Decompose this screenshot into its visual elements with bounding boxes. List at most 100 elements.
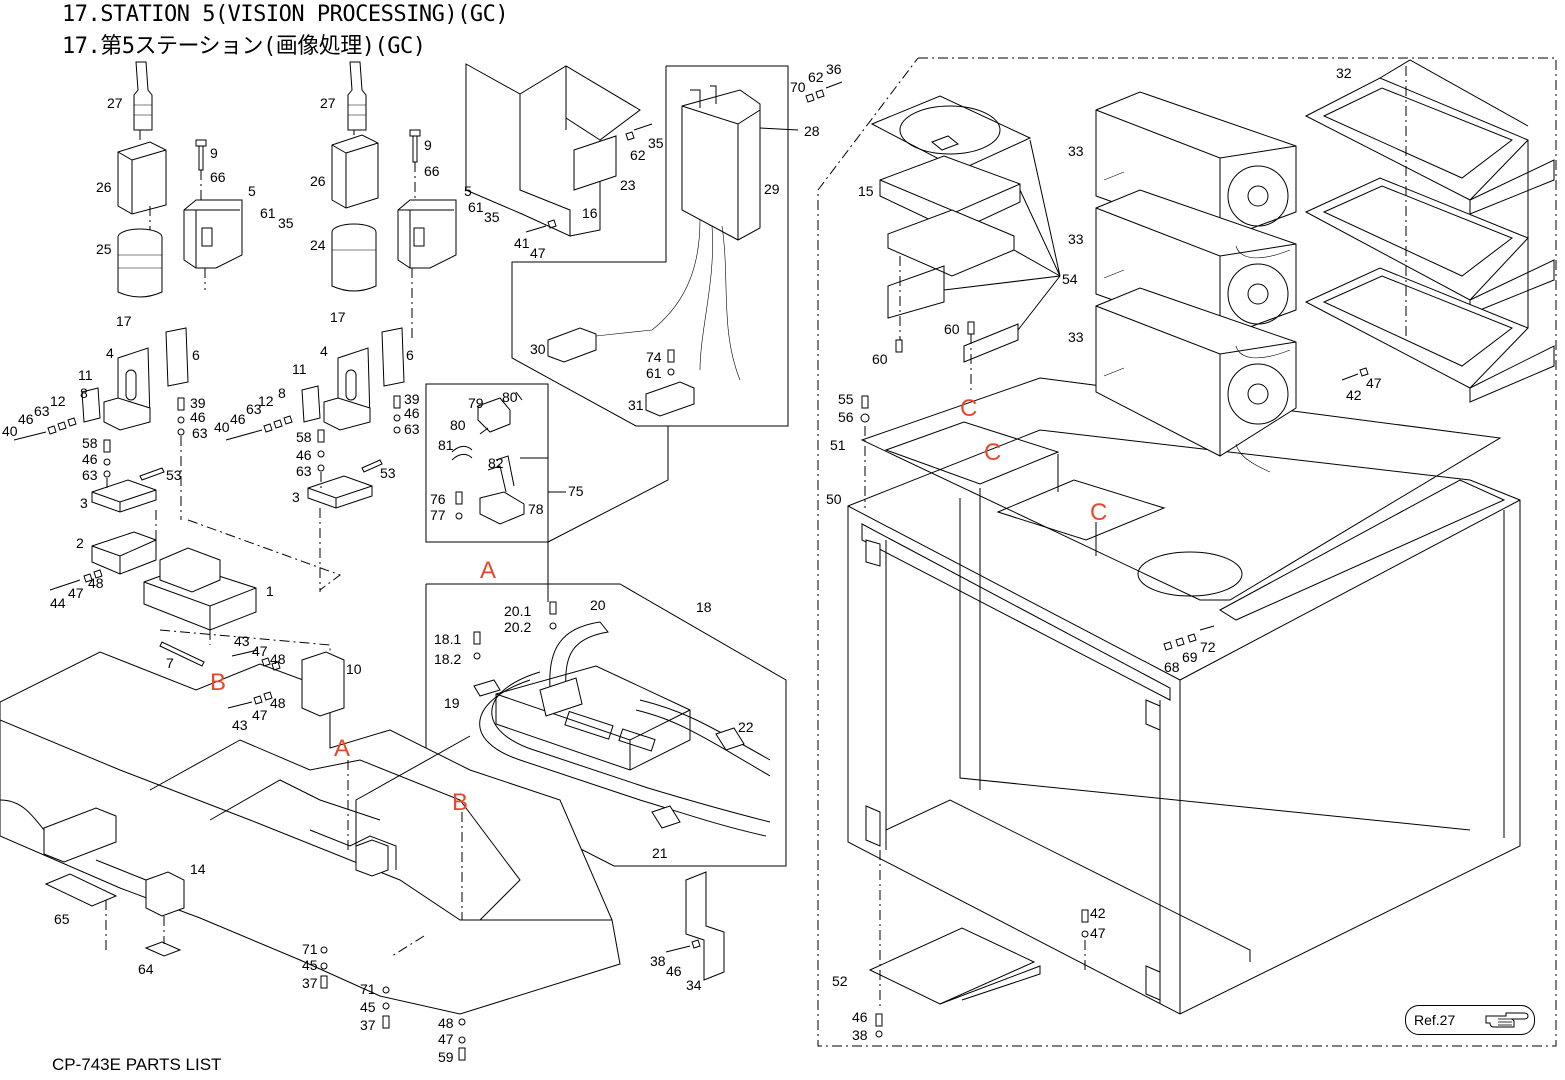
part-number-label: 63 (34, 403, 50, 419)
part-number-label: 3 (80, 495, 88, 511)
part-number-label: 71 (302, 941, 318, 957)
part-number-label: 58 (296, 429, 312, 445)
callout-letter: B (452, 789, 468, 816)
part-number-label: 20 (590, 597, 606, 613)
part-number-label: 18.1 (434, 631, 461, 647)
part-number-labels: 2726259665613541761181263464039466358466… (2, 61, 1382, 1065)
part-number-label: 46 (852, 1009, 868, 1025)
part-number-label: 63 (192, 425, 208, 441)
callout-letter: C (960, 395, 977, 422)
callout-letter: C (984, 439, 1001, 466)
part-number-label: 10 (346, 661, 362, 677)
cylinder-detail-box (425, 542, 787, 867)
part-number-label: 41 (514, 235, 530, 251)
part-number-label: 52 (832, 973, 848, 989)
part-number-label: 80 (502, 389, 518, 405)
part-number-label: 47 (1090, 925, 1106, 941)
part-number-label: 5 (464, 183, 472, 199)
part-number-label: 38 (852, 1027, 868, 1043)
part-number-label: 21 (652, 845, 668, 861)
part-number-label: 24 (310, 237, 326, 253)
parts-list-footer: CP-743E PARTS LIST (52, 1055, 222, 1074)
reference-badge[interactable]: Ref.27 (1405, 1005, 1535, 1035)
camera-assembly-left (13, 61, 342, 678)
part-number-label: 43 (234, 633, 250, 649)
part-number-label: 45 (302, 957, 318, 973)
part-number-label: 47 (68, 585, 84, 601)
part-number-label: 53 (380, 465, 396, 481)
part-number-label: 28 (804, 123, 820, 139)
part-number-label: 54 (1062, 271, 1078, 287)
callout-letter: A (480, 557, 496, 584)
part-number-label: 7 (166, 655, 174, 671)
part-number-label: 46 (666, 963, 682, 979)
part-number-label: 46 (190, 409, 206, 425)
cabinet-assembly (817, 57, 1557, 1047)
part-number-label: 46 (82, 451, 98, 467)
part-number-label: 35 (278, 215, 294, 231)
part-number-label: 70 (790, 79, 806, 95)
part-number-label: 61 (260, 205, 276, 221)
part-number-label: 4 (106, 345, 114, 361)
part-number-label: 46 (296, 447, 312, 463)
part-number-label: 11 (78, 367, 93, 383)
part-number-label: 77 (430, 507, 446, 523)
part-number-label: 45 (360, 999, 376, 1015)
part-number-label: 44 (50, 595, 66, 611)
part-number-label: 76 (430, 491, 446, 507)
pointing-hand-icon (1485, 1012, 1529, 1028)
part-number-label: 68 (1164, 659, 1180, 675)
part-number-label: 18 (696, 599, 712, 615)
part-number-label: 47 (438, 1031, 454, 1047)
part-number-label: 34 (686, 977, 702, 993)
part-number-label: 8 (80, 385, 88, 401)
part-number-label: 33 (1068, 329, 1084, 345)
part-number-label: 63 (246, 401, 262, 417)
part-number-label: 62 (630, 147, 646, 163)
part-number-label: 39 (404, 391, 420, 407)
part-number-label: 69 (1182, 649, 1198, 665)
vision-controller-assembly (465, 63, 843, 427)
part-number-label: 78 (528, 501, 544, 517)
part-number-label: 17 (330, 309, 346, 325)
power-supply-stack (1095, 91, 1297, 473)
part-number-label: 18.2 (434, 651, 461, 667)
part-number-label: 12 (258, 393, 274, 409)
callout-letter: C (1090, 499, 1107, 526)
part-number-label: 46 (230, 411, 246, 427)
part-number-label: 20.1 (504, 603, 531, 619)
part-number-label: 39 (190, 395, 206, 411)
part-number-label: 42 (1090, 905, 1106, 921)
part-number-label: 65 (54, 911, 70, 927)
part-number-label: 26 (96, 179, 112, 195)
part-number-label: 53 (166, 467, 182, 483)
part-number-label: 22 (738, 719, 754, 735)
part-number-label: 64 (138, 961, 154, 977)
part-number-label: 72 (1200, 639, 1216, 655)
part-number-label: 15 (858, 183, 874, 199)
part-number-label: 43 (232, 717, 248, 733)
part-number-label: 32 (1336, 65, 1352, 81)
part-number-label: 66 (210, 169, 226, 185)
part-number-label: 82 (488, 455, 504, 471)
part-number-label: 47 (1366, 375, 1382, 391)
part-number-label: 35 (648, 135, 664, 151)
part-number-label: 47 (530, 245, 546, 261)
part-number-label: 33 (1068, 231, 1084, 247)
part-number-label: 1 (266, 583, 274, 599)
part-number-label: 50 (826, 491, 842, 507)
part-number-label: 17 (116, 313, 132, 329)
part-number-label: 74 (646, 349, 662, 365)
part-number-label: 71 (360, 981, 376, 997)
part-number-label: 14 (190, 861, 206, 877)
part-number-label: 51 (830, 437, 846, 453)
part-number-label: 61 (646, 365, 662, 381)
part-number-label: 33 (1068, 143, 1084, 159)
part-number-label: 29 (764, 181, 780, 197)
part-number-label: 30 (530, 341, 546, 357)
part-number-label: 60 (872, 351, 888, 367)
part-number-label: 47 (252, 643, 268, 659)
part-number-label: 37 (360, 1017, 376, 1033)
part-number-label: 42 (1346, 387, 1362, 403)
